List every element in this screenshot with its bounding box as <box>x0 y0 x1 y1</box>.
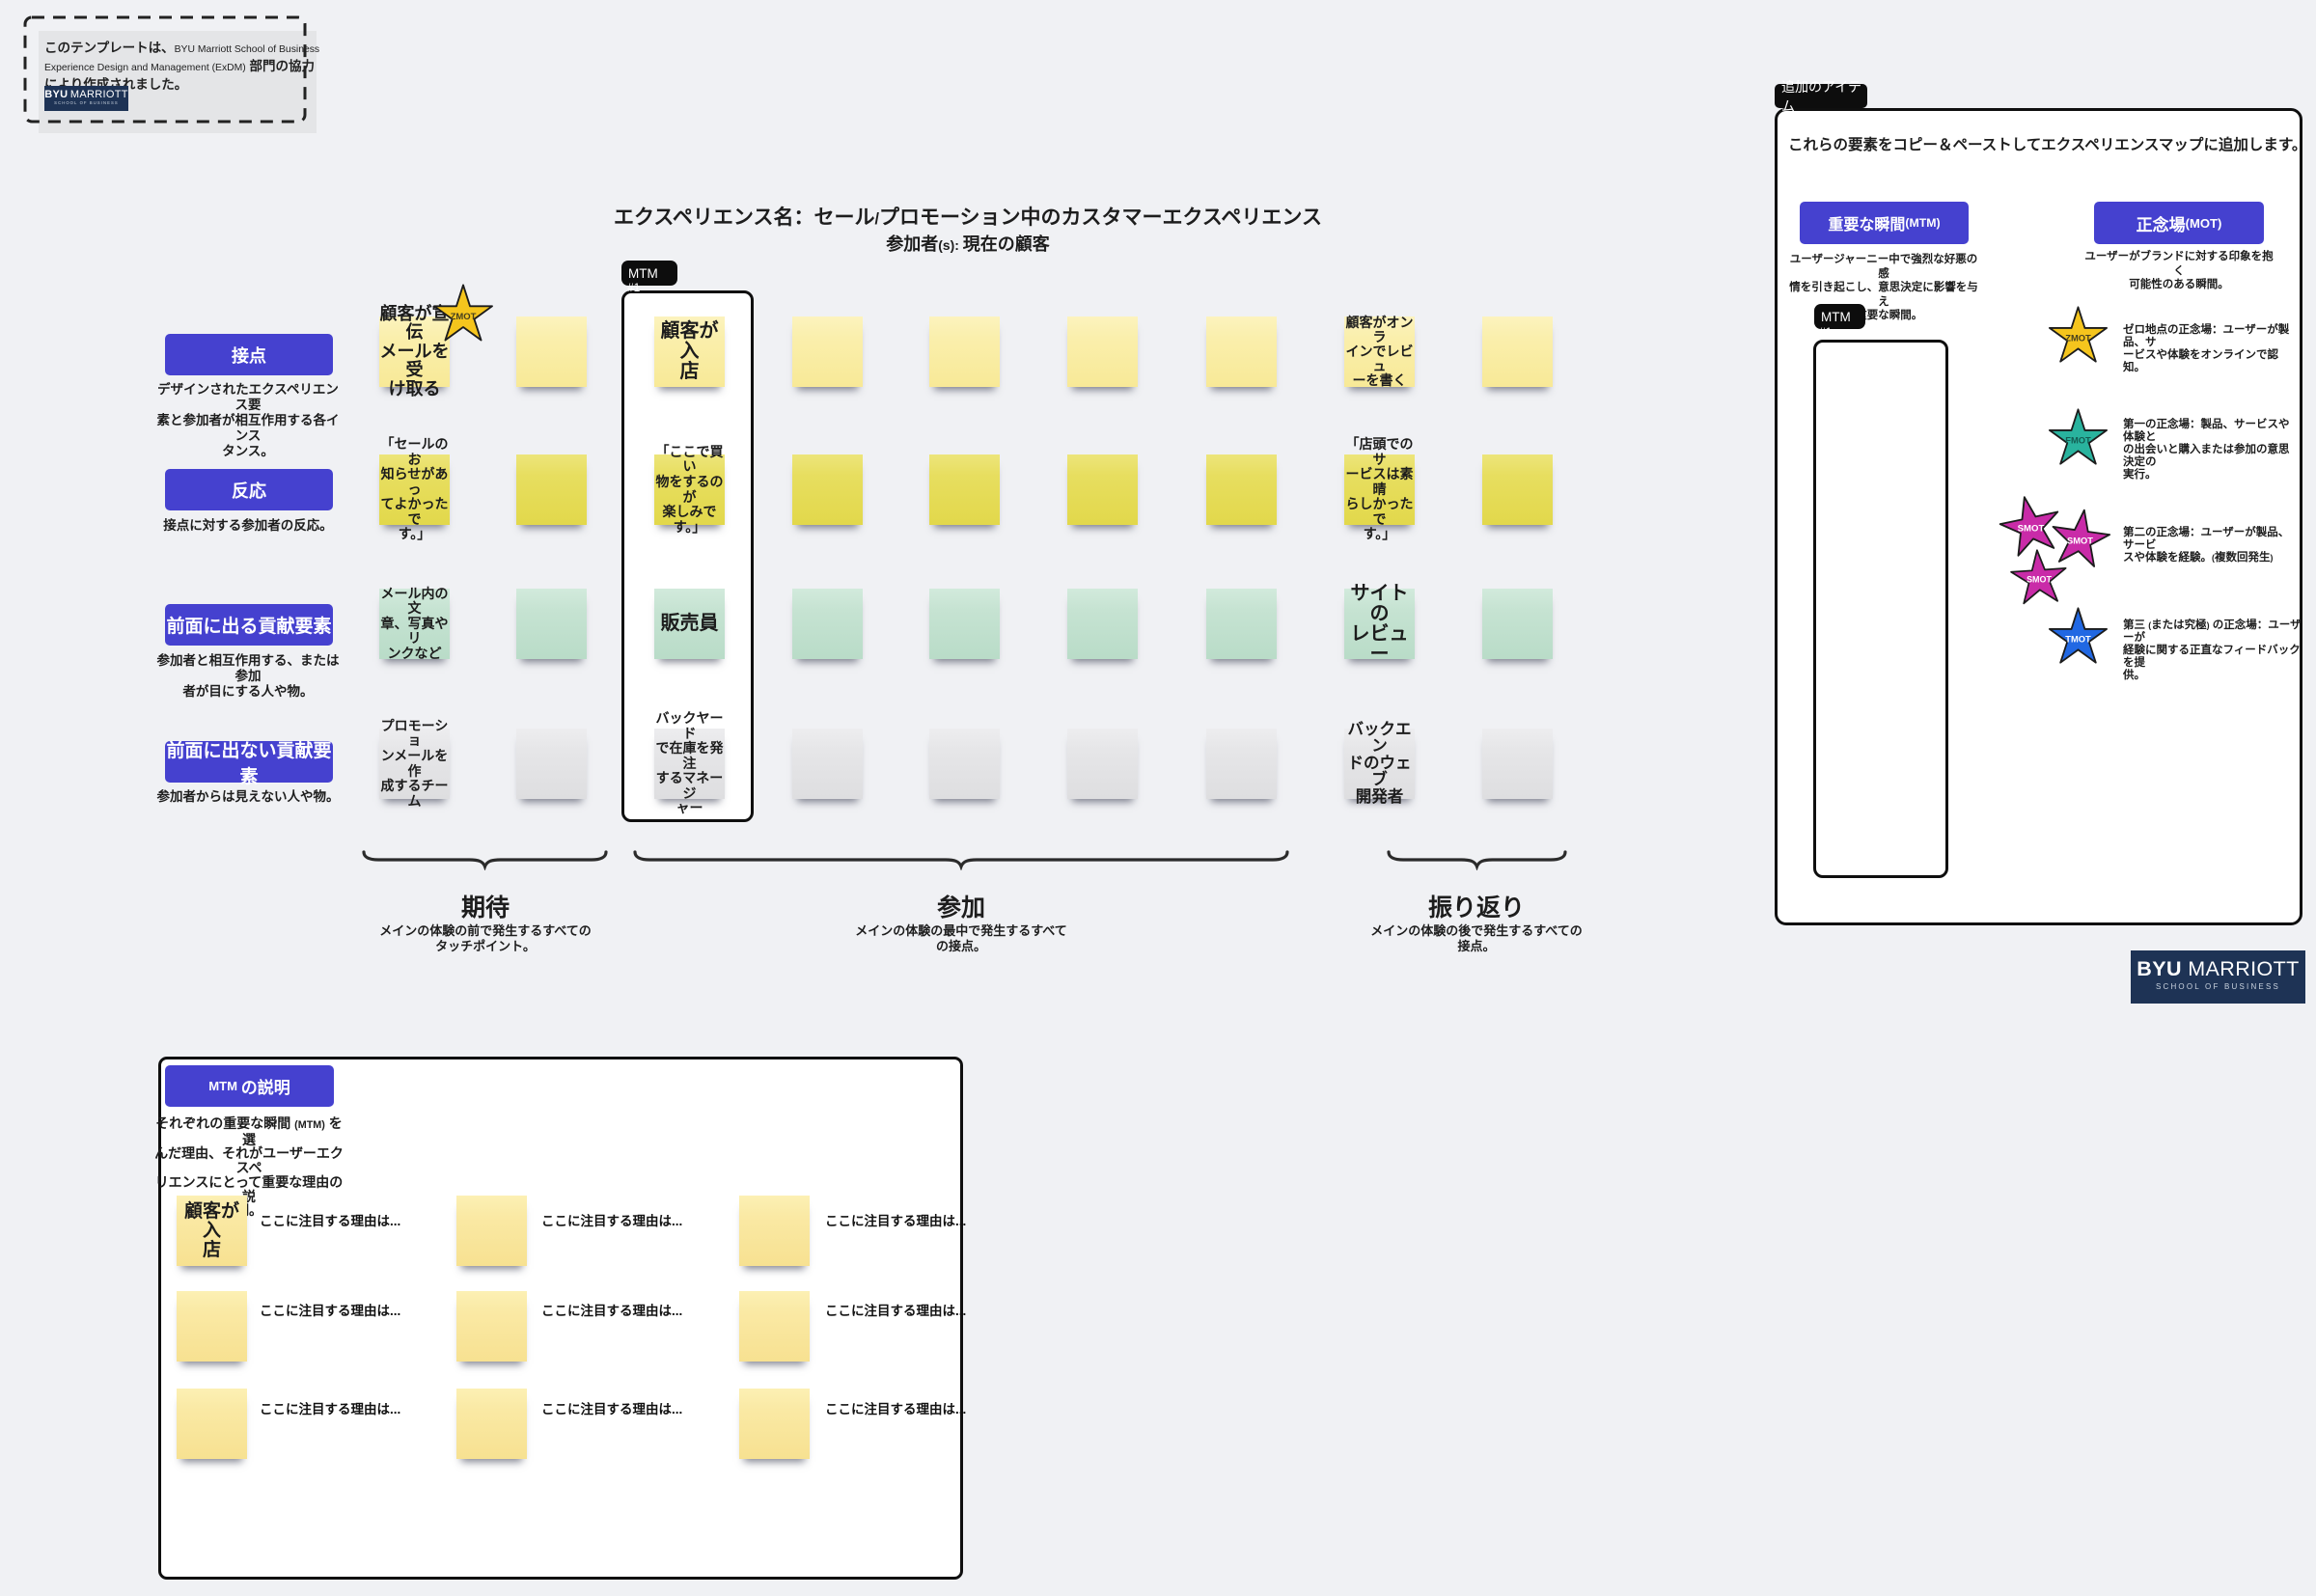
svg-text:SMOT: SMOT <box>2018 523 2045 534</box>
svg-text:ZMOT: ZMOT <box>451 312 477 322</box>
svg-text:FMOT: FMOT <box>2065 435 2091 445</box>
svg-text:ZMOT: ZMOT <box>2065 333 2091 343</box>
svg-text:SMOT: SMOT <box>2067 536 2093 545</box>
svg-text:TMOT: TMOT <box>2065 634 2091 644</box>
svg-text:SMOT: SMOT <box>2026 575 2052 585</box>
